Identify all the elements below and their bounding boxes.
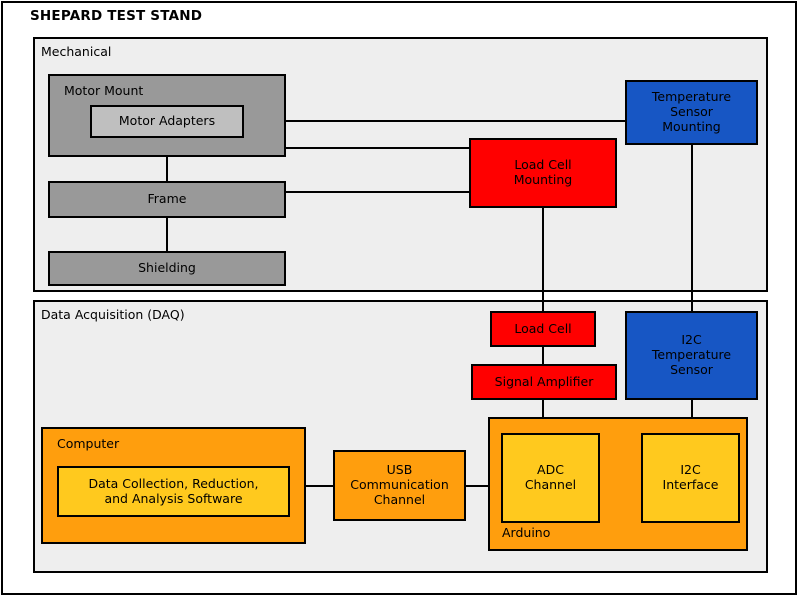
- connector-motor-adapters-to-temp-sensor-mounting: [243, 120, 626, 122]
- connector-motor-mount-to-load-cell-mounting: [285, 147, 470, 149]
- node-i2c-interface-label-line1: I2C: [680, 462, 701, 478]
- node-frame-label: Frame: [147, 191, 187, 207]
- node-computer-label: Computer: [57, 436, 120, 451]
- connector-load-cell-mounting-to-load-cell: [542, 206, 544, 313]
- node-i2c-temperature-sensor-label-line3: Sensor: [670, 361, 713, 377]
- node-data-analysis-software[interactable]: Data Collection, Reduction, and Analysis…: [57, 466, 290, 517]
- connector-motor-mount-to-frame: [166, 155, 168, 183]
- node-usb-communication-channel-label-line2: Communication: [350, 477, 449, 493]
- connector-i2c-sensor-to-i2c-interface: [691, 398, 693, 435]
- connector-usb-to-adc-channel: [464, 485, 504, 487]
- node-motor-adapters[interactable]: Motor Adapters: [90, 105, 244, 138]
- node-adc-channel[interactable]: ADC Channel: [501, 433, 600, 523]
- node-shielding-label: Shielding: [138, 260, 196, 276]
- node-i2c-interface-label-line2: Interface: [662, 477, 719, 492]
- node-usb-communication-channel[interactable]: USB Communication Channel: [333, 450, 466, 521]
- node-temperature-sensor-mounting-label-line2: Sensor: [670, 104, 713, 120]
- node-load-cell-mounting-label-line1: Load Cell: [514, 157, 572, 173]
- node-arduino-label: Arduino: [502, 525, 551, 541]
- node-data-analysis-software-label-line2: and Analysis Software: [104, 490, 243, 506]
- node-shielding[interactable]: Shielding: [48, 251, 286, 286]
- connector-load-cell-to-signal-amplifier: [542, 345, 544, 366]
- node-load-cell[interactable]: Load Cell: [490, 311, 596, 347]
- node-temperature-sensor-mounting[interactable]: Temperature Sensor Mounting: [625, 80, 758, 145]
- connector-frame-to-shielding: [166, 217, 168, 252]
- node-usb-communication-channel-label-line3: Channel: [373, 491, 426, 507]
- node-i2c-temperature-sensor[interactable]: I2C Temperature Sensor: [625, 311, 758, 400]
- node-adc-channel-label-line1: ADC: [537, 462, 564, 478]
- connector-software-to-usb: [289, 485, 335, 487]
- node-frame[interactable]: Frame: [48, 181, 286, 218]
- node-load-cell-mounting-label-line2: Mounting: [513, 172, 573, 187]
- node-data-analysis-software-label-line1: Data Collection, Reduction,: [88, 475, 259, 491]
- node-motor-adapters-label: Motor Adapters: [118, 113, 216, 129]
- node-load-cell-mounting[interactable]: Load Cell Mounting: [469, 138, 617, 208]
- node-signal-amplifier-label: Signal Amplifier: [494, 373, 594, 389]
- connector-frame-to-load-cell-mounting: [285, 191, 470, 193]
- node-signal-amplifier[interactable]: Signal Amplifier: [471, 364, 617, 400]
- node-load-cell-label: Load Cell: [514, 320, 572, 336]
- node-i2c-temperature-sensor-label-line2: Temperature: [651, 347, 732, 363]
- node-temperature-sensor-mounting-label-line3: Mounting: [662, 118, 721, 134]
- group-mechanical-label: Mechanical: [41, 44, 112, 59]
- node-i2c-temperature-sensor-label-line1: I2C: [681, 332, 702, 348]
- connector-signal-amplifier-to-adc-channel: [542, 398, 544, 435]
- diagram-title: SHEPARD TEST STAND: [30, 8, 203, 24]
- node-i2c-interface[interactable]: I2C Interface: [641, 433, 740, 523]
- connector-temp-sensor-mounting-to-i2c-sensor: [691, 144, 693, 313]
- node-usb-communication-channel-label-line1: USB: [386, 462, 413, 478]
- node-motor-mount-label: Motor Mount: [64, 83, 144, 98]
- node-adc-channel-label-line2: Channel: [524, 477, 577, 492]
- node-temperature-sensor-mounting-label-line1: Temperature: [651, 89, 732, 105]
- group-daq-label: Data Acquisition (DAQ): [41, 307, 185, 322]
